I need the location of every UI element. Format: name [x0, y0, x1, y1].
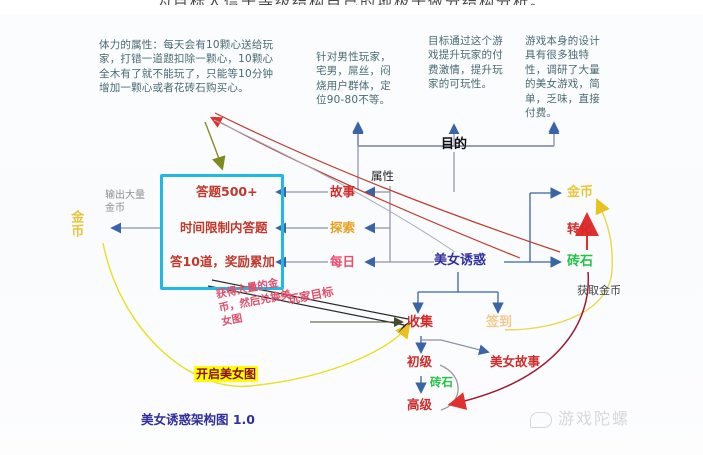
node-center-beauty-temptation: 美女诱惑: [434, 253, 487, 268]
quiz-item-0: 答题500+: [196, 184, 258, 199]
node-beginner: 初级: [407, 354, 433, 369]
node-gem-right: 砖石: [567, 254, 594, 269]
node-gold-right: 金币: [567, 185, 594, 200]
page-title: 美女诱惑架构图 1.0: [141, 412, 255, 427]
node-signin: 签到: [486, 315, 513, 330]
node-mode-explore: 探索: [330, 220, 356, 235]
node-gold-left: 金币: [68, 210, 84, 238]
label-unlock-beauty-gallery: 开启美女图: [194, 366, 259, 382]
watermark: 游戏陀螺: [530, 405, 630, 429]
annotation-monetize: 目标通过这个游戏提升玩家的付费激情，提升玩家的可玩性。: [428, 35, 503, 91]
label-get-gold: 获取金币: [577, 284, 621, 297]
quiz-item-2: 答10道，奖励累加: [170, 254, 275, 269]
annotation-stamina: 体力的属性：每天会有10颗心送给玩家，打错一道题扣除一颗心，10颗心全木有了就不…: [99, 39, 274, 95]
annotation-design: 游戏本身的设计具有很多独特性，调研了大量的美女游戏，简单，乏味，直接付费。: [525, 35, 600, 120]
node-gem-mid: 砖石: [430, 375, 453, 389]
node-convert: 转化: [567, 221, 593, 236]
node-attribute: 属性: [371, 169, 394, 183]
node-mode-story: 故事: [330, 184, 356, 199]
node-mode-daily: 每日: [330, 254, 356, 269]
quiz-item-1: 时间限制内答题: [180, 220, 268, 235]
cut-off-top-text: 为目标人信于等级结构自己的地极于做分结构分析。: [0, 0, 703, 5]
label-output-gold: 输出大量 金币: [105, 190, 145, 214]
watermark-label: 游戏陀螺: [558, 409, 631, 428]
unlock-highlight: 开启美女图: [194, 366, 259, 382]
node-purpose: 目的: [441, 137, 468, 152]
wechat-icon: [530, 411, 552, 428]
node-beauty-story: 美女故事: [490, 354, 541, 369]
node-collect: 收集: [407, 315, 434, 330]
node-advanced: 高级: [407, 397, 433, 412]
annotation-audience: 针对男性玩家，宅男，屌丝，闷烧用户群体，定位90-80不等。: [316, 51, 391, 107]
quiz-box: [160, 174, 284, 290]
